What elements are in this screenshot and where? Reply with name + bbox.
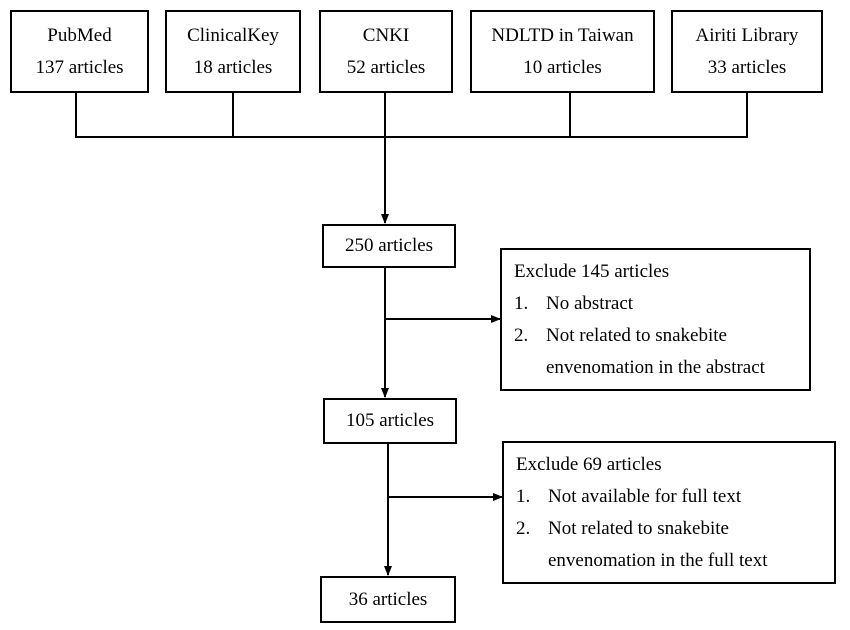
source-name: Airiti Library	[695, 24, 799, 46]
source-count: 33 articles	[707, 56, 787, 78]
reason-number: 1.	[514, 293, 529, 314]
reason-number: 2.	[514, 325, 529, 346]
source-box-pubmed: PubMed 137 articles	[10, 10, 149, 93]
exclusion-box-abstract: Exclude 145 articles 1. No abstract 2. N…	[500, 248, 811, 391]
exclusion-title: Exclude 145 articles	[514, 261, 670, 282]
exclusion-reason: 1. Not available for full text	[516, 481, 824, 513]
reason-text: Not related to snakebite envenomation in…	[548, 518, 768, 571]
reason-number: 1.	[516, 486, 531, 507]
exclusion-reasons: 1. Not available for full text 2. Not re…	[516, 481, 824, 577]
exclusion-title: Exclude 69 articles	[516, 454, 662, 475]
source-count: 52 articles	[346, 56, 426, 78]
exclusion-reason: 2. Not related to snakebite envenomation…	[514, 320, 799, 384]
source-box-airiti: Airiti Library 33 articles	[671, 10, 823, 93]
reason-text: Not related to snakebite envenomation in…	[546, 325, 765, 378]
stage-box-after-abstract: 105 articles	[323, 398, 457, 444]
reason-number: 2.	[516, 518, 531, 539]
exclusion-reason: 2. Not related to snakebite envenomation…	[516, 513, 824, 577]
source-box-ndltd: NDLTD in Taiwan 10 articles	[470, 10, 655, 93]
source-box-cnki: CNKI 52 articles	[319, 10, 453, 93]
source-name: NDLTD in Taiwan	[491, 24, 634, 46]
stage-count: 36 articles	[348, 588, 428, 610]
stage-box-total: 250 articles	[322, 224, 456, 268]
stage-box-final: 36 articles	[320, 576, 456, 623]
source-name: CNKI	[362, 24, 410, 46]
source-name: PubMed	[47, 24, 112, 46]
stage-count: 250 articles	[344, 235, 434, 256]
source-box-clinicalkey: ClinicalKey 18 articles	[165, 10, 301, 93]
exclusion-reasons: 1. No abstract 2. Not related to snakebi…	[514, 288, 799, 384]
source-count: 18 articles	[193, 56, 273, 78]
reason-text: No abstract	[546, 293, 634, 314]
reason-text: Not available for full text	[548, 486, 742, 507]
exclusion-box-full-text: Exclude 69 articles 1. Not available for…	[502, 441, 836, 584]
exclusion-reason: 1. No abstract	[514, 288, 799, 320]
stage-count: 105 articles	[345, 410, 435, 431]
source-name: ClinicalKey	[187, 24, 279, 46]
source-count: 10 articles	[523, 56, 602, 78]
source-count: 137 articles	[35, 56, 124, 78]
